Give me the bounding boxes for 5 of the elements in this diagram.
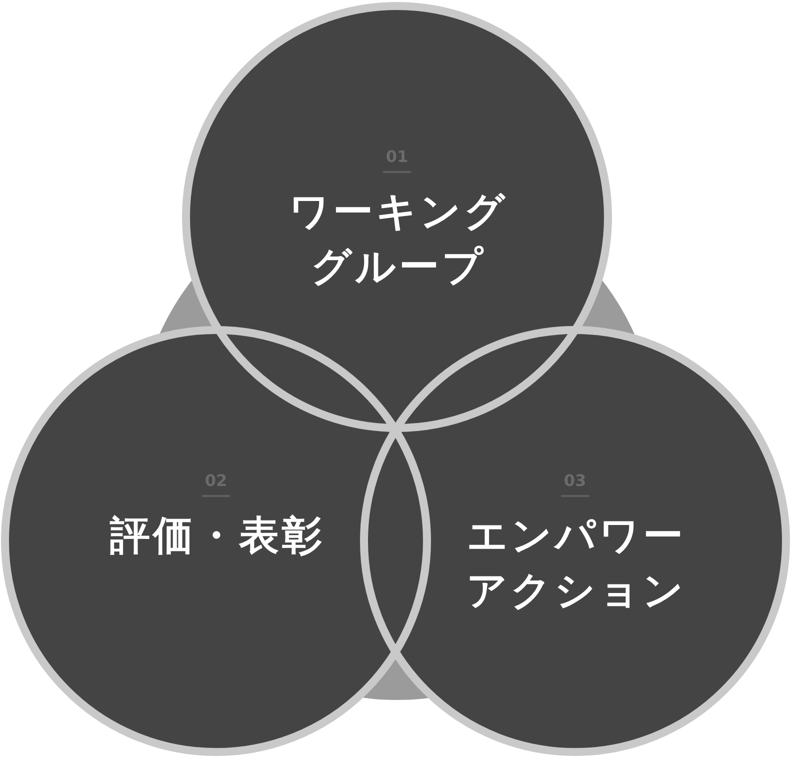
venn-circle	[1, 326, 431, 756]
circle-title: ワーキンググループ	[288, 188, 509, 292]
circle-title: 評価・表彰	[108, 512, 326, 561]
venn-circle	[360, 326, 790, 756]
circle-title: エンパワーアクション	[466, 512, 688, 616]
